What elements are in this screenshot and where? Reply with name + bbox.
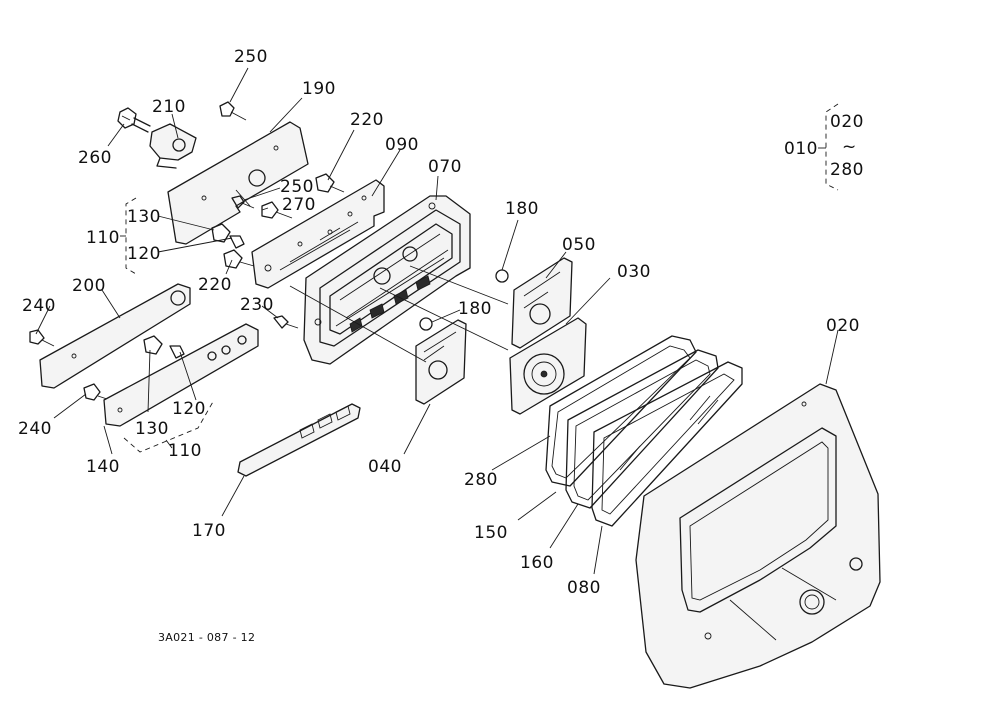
part-230-screw [273, 315, 299, 329]
label-020-panel: 020 [826, 316, 860, 336]
part-150-frame [565, 349, 719, 509]
label-120-lower: 120 [172, 399, 206, 419]
drawing-code: 3A021 - 087 - 12 [158, 631, 255, 644]
label-220-top: 220 [350, 110, 384, 130]
label-250-mid: 250 [280, 177, 314, 197]
label-230: 230 [240, 295, 274, 315]
part-250-screw-top [219, 101, 247, 121]
part-050-gauge [511, 257, 573, 349]
label-210: 210 [152, 97, 186, 117]
part-160-glass [591, 361, 743, 527]
label-180-right: 180 [505, 199, 539, 219]
callout-labels: 250 210 190 260 220 090 070 250 270 130 … [18, 47, 864, 644]
label-280: 280 [464, 470, 498, 490]
label-190: 190 [302, 79, 336, 99]
range-key-assembly: 010 [784, 139, 818, 159]
label-270: 270 [282, 195, 316, 215]
part-240-screws [29, 329, 111, 401]
part-020-front-panel [635, 383, 881, 689]
label-130-lower: 130 [135, 419, 169, 439]
part-070-meter-housing [303, 195, 471, 365]
label-120-upper: 120 [127, 244, 161, 264]
label-130-upper: 130 [127, 207, 161, 227]
label-080: 080 [567, 578, 601, 598]
label-150: 150 [474, 523, 508, 543]
label-140: 140 [86, 457, 120, 477]
label-110-lower: 110 [168, 441, 202, 461]
part-030-tachometer [509, 317, 587, 415]
part-210-bracket [149, 123, 197, 169]
part-260-bolt [117, 107, 151, 133]
label-040: 040 [368, 457, 402, 477]
group-bracket-110-upper [120, 197, 137, 275]
label-260: 260 [78, 148, 112, 168]
part-220-screw-top [315, 173, 345, 193]
part-090-circuit-board [251, 179, 385, 289]
label-250-top: 250 [234, 47, 268, 67]
label-030: 030 [617, 262, 651, 282]
label-220-lower: 220 [198, 275, 232, 295]
label-110-upper: 110 [86, 228, 120, 248]
group-bracket-110-lower [123, 399, 215, 453]
label-160: 160 [520, 553, 554, 573]
part-170-indicator-strip [237, 403, 361, 477]
range-key-tilde: ~ [842, 137, 857, 157]
label-240-lower: 240 [18, 419, 52, 439]
label-170: 170 [192, 521, 226, 541]
label-240-upper: 240 [22, 296, 56, 316]
label-200: 200 [72, 276, 106, 296]
range-key-to: 280 [830, 160, 864, 180]
label-050: 050 [562, 235, 596, 255]
leader-lines [35, 67, 839, 575]
part-250-270-screws [231, 195, 293, 219]
label-180-left: 180 [458, 299, 492, 319]
part-140-rear-plate [103, 323, 259, 427]
part-130-120-lower [143, 335, 185, 359]
label-090: 090 [385, 135, 419, 155]
part-200-label-plate [39, 283, 191, 389]
label-070: 070 [428, 157, 462, 177]
part-280-gasket [545, 335, 697, 487]
part-130-120-upper [211, 223, 245, 249]
part-190-plate [167, 121, 309, 245]
part-040-gauge [415, 319, 467, 405]
part-220-screw-lower [223, 249, 255, 269]
range-key-from: 020 [830, 112, 864, 132]
range-key-010 [818, 103, 839, 191]
